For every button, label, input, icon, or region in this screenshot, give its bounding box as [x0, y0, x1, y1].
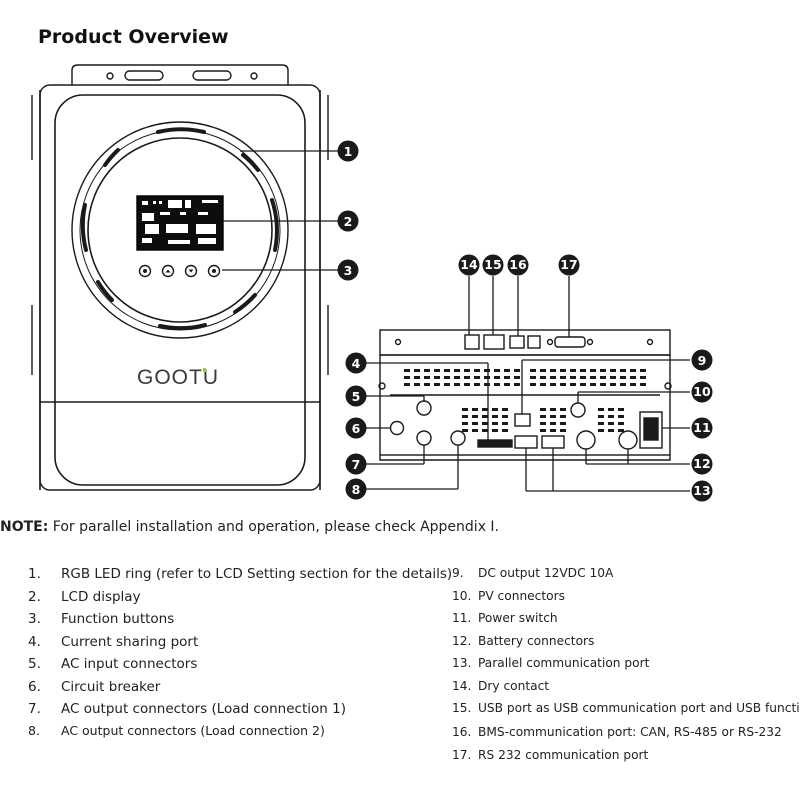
svg-text:5: 5: [352, 389, 361, 404]
list-item: 5.AC input connectors: [28, 656, 198, 672]
callout-2: 2: [337, 210, 359, 232]
svg-text:15: 15: [484, 257, 501, 272]
list-item: 8.AC output connectors (Load connection …: [28, 723, 325, 738]
svg-text:7: 7: [352, 457, 361, 472]
page-title: Product Overview: [38, 26, 229, 48]
list-item: 12.Battery connectors: [452, 633, 595, 648]
callout-6: 6: [345, 417, 367, 439]
list-item: 7.AC output connectors (Load connection …: [28, 701, 346, 717]
svg-text:6: 6: [352, 421, 361, 436]
front-view: [31, 64, 329, 491]
callouts: 1 2 3 4 5 6 7 8 9 10 11 12 13 14 15 16 1…: [337, 140, 713, 502]
list-item: 15.USB port as USB communication port an…: [452, 701, 800, 715]
note-label: NOTE:: [0, 519, 49, 535]
svg-text:12: 12: [693, 456, 710, 471]
svg-text:14: 14: [460, 257, 478, 272]
callout-17: 17: [558, 254, 580, 276]
svg-text:16: 16: [509, 257, 527, 272]
callout-4: 4: [345, 352, 367, 374]
callout-3: 3: [337, 259, 359, 281]
svg-text:13: 13: [693, 483, 710, 498]
note-text: For parallel installation and operation,…: [48, 519, 500, 535]
logo-accent-icon: [203, 368, 206, 372]
product-diagram: GOOTU: [31, 64, 713, 502]
svg-text:17: 17: [560, 257, 577, 272]
callout-5: 5: [345, 385, 367, 407]
callout-9: 9: [691, 349, 713, 371]
callout-13: 13: [691, 480, 713, 502]
list-item: 4.Current sharing port: [28, 633, 199, 650]
callout-15: 15: [482, 254, 504, 276]
callout-1: 1: [337, 140, 359, 162]
callout-8: 8: [345, 478, 367, 500]
note: NOTE: For parallel installation and oper…: [0, 519, 499, 535]
bottom-view: [378, 329, 672, 461]
list-item: 1.RGB LED ring (refer to LCD Setting sec…: [28, 566, 453, 582]
svg-text:10: 10: [693, 384, 711, 399]
svg-text:11: 11: [693, 420, 710, 435]
callout-16: 16: [507, 254, 529, 276]
svg-text:4: 4: [352, 356, 361, 371]
list-item: 17.RS 232 communication port: [452, 748, 649, 762]
brand-logo: GOOTU: [137, 366, 219, 389]
svg-text:9: 9: [698, 353, 707, 368]
svg-text:1: 1: [344, 144, 353, 159]
list-item: 14.Dry contact: [452, 678, 550, 693]
list-item: 6.Circuit breaker: [28, 678, 161, 695]
svg-text:8: 8: [352, 482, 361, 497]
callout-12: 12: [691, 453, 713, 475]
svg-text:3: 3: [344, 263, 353, 278]
vent-grille: [404, 369, 646, 432]
leader-lines: [222, 150, 690, 492]
lcd-display: [142, 200, 218, 244]
list-item: 16.BMS-communication port: CAN, RS-485 o…: [452, 725, 782, 739]
svg-text:2: 2: [344, 214, 353, 229]
list-item: 2.LCD display: [28, 588, 141, 605]
list-item: 13.Parallel communication port: [452, 656, 650, 670]
callout-7: 7: [345, 453, 367, 475]
callout-11: 11: [691, 417, 713, 439]
callout-14: 14: [458, 254, 480, 276]
list-item: 9.DC output 12VDC 10A: [452, 566, 614, 580]
list-item: 11.Power switch: [452, 611, 558, 625]
list-item: 10.PV connectors: [452, 588, 565, 603]
callout-10: 10: [691, 381, 713, 403]
list-item: 3.Function buttons: [28, 611, 175, 627]
function-buttons: [143, 269, 216, 273]
